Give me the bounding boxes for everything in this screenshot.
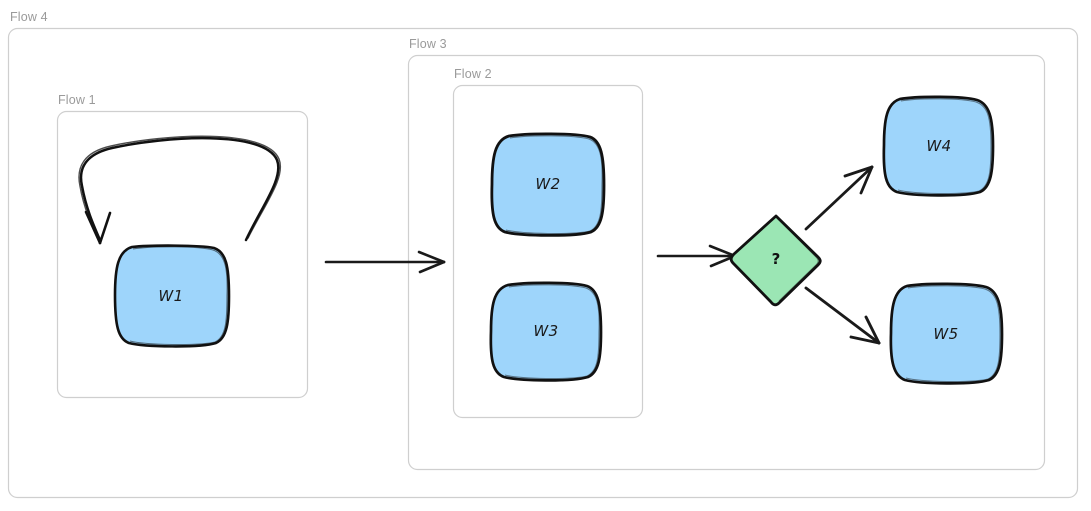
edge-flow1-to-flow2[interactable] xyxy=(324,250,446,274)
node-w1-sketch-overstroke xyxy=(129,246,228,346)
node-w2-shape xyxy=(490,132,606,237)
node-w4-sketch-overstroke xyxy=(897,98,992,195)
group-label-flow1: Flow 1 xyxy=(58,93,96,107)
node-w2-sketch-overstroke xyxy=(505,135,603,235)
edge-w1-self-loop[interactable] xyxy=(78,135,282,245)
node-label-decision: ? xyxy=(771,250,781,268)
edge-decision-to-w5[interactable] xyxy=(804,286,881,345)
node-w2[interactable] xyxy=(490,132,606,237)
edge-decision-to-w4[interactable] xyxy=(804,165,874,231)
node-w3-sketch-overstroke xyxy=(504,284,600,380)
node-w3-shape xyxy=(489,281,603,382)
node-label-w2: W2 xyxy=(535,175,561,193)
node-w4[interactable] xyxy=(882,95,995,197)
node-decision-sketch-overstroke xyxy=(776,217,819,302)
node-w1[interactable] xyxy=(113,244,231,348)
node-label-w5: W5 xyxy=(933,325,959,343)
node-label-w4: W4 xyxy=(926,137,952,155)
node-label-w1: W1 xyxy=(158,287,184,305)
group-label-flow4: Flow 4 xyxy=(10,10,48,24)
node-w4-shape xyxy=(882,95,995,197)
node-w5-shape xyxy=(889,282,1004,385)
node-w5[interactable] xyxy=(889,282,1004,385)
group-label-flow3: Flow 3 xyxy=(409,37,447,51)
node-w5-sketch-overstroke xyxy=(905,285,1001,383)
node-w3[interactable] xyxy=(489,281,603,382)
node-w1-shape xyxy=(113,244,231,348)
group-label-flow2: Flow 2 xyxy=(454,67,492,81)
node-decision[interactable] xyxy=(729,214,822,307)
node-label-w3: W3 xyxy=(533,322,559,340)
